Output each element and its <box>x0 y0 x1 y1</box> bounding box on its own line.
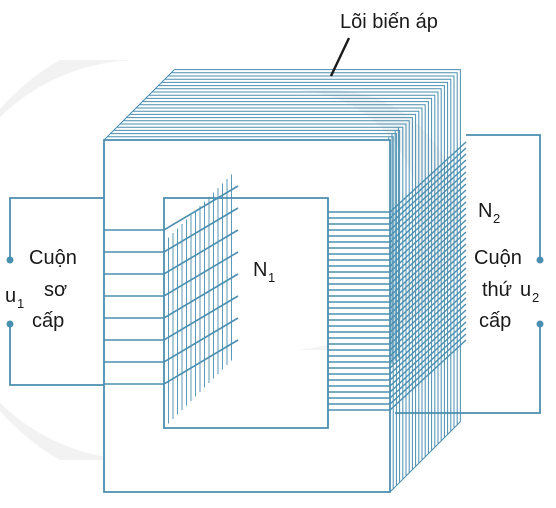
secondary-winding-turn <box>328 183 467 255</box>
secondary-winding-turn <box>328 177 467 249</box>
core-lamination-edge <box>171 72 458 425</box>
secondary-winding-turn <box>328 285 467 357</box>
secondary-winding-turn <box>328 189 467 261</box>
u1-subscript: 1 <box>17 296 24 311</box>
secondary-winding-turn <box>328 225 467 297</box>
secondary-winding-turn <box>328 243 467 315</box>
secondary-winding-turn <box>328 207 467 279</box>
secondary-winding-turn <box>328 291 467 363</box>
secondary-winding-turn <box>328 153 467 225</box>
core-label-pointer <box>329 37 351 77</box>
core-label: Lõi biến áp <box>340 11 438 33</box>
secondary-winding-turn <box>328 171 467 243</box>
n2-label: N <box>478 200 492 222</box>
secondary-winding-turn <box>328 297 467 369</box>
secondary-winding-turn <box>328 327 467 399</box>
secondary-winding-turn <box>328 141 467 213</box>
secondary-winding-turn <box>328 333 467 405</box>
core-lamination-edge <box>168 75 455 428</box>
secondary-winding-turn <box>328 195 467 267</box>
secondary-winding-turn <box>328 261 467 333</box>
primary-coil-windings <box>104 174 239 428</box>
u1-label: u <box>5 285 16 307</box>
secondary-winding-turn <box>328 309 467 381</box>
secondary-winding-turn <box>328 321 467 393</box>
secondary-winding-turn <box>328 213 467 285</box>
secondary-leads <box>395 134 544 414</box>
secondary-winding-turn <box>328 273 467 345</box>
secondary-winding-turn <box>328 267 467 339</box>
core-edge-top-left <box>103 69 175 141</box>
secondary-winding-turn <box>328 255 467 327</box>
u2-label: u <box>520 279 531 301</box>
secondary-winding-turn <box>328 231 467 303</box>
secondary-winding-turn <box>328 303 467 375</box>
secondary-winding-turn <box>328 165 467 237</box>
primary-label-line1: Cuộn <box>29 247 77 269</box>
primary-label-line3: cấp <box>32 310 64 332</box>
secondary-label-line3: cấp <box>479 310 511 332</box>
primary-label-line2: sơ <box>44 279 67 301</box>
secondary-winding-turn <box>328 339 467 411</box>
n1-label: N <box>253 259 267 281</box>
watermark <box>0 60 460 460</box>
secondary-label-line1: Cuộn <box>474 247 522 269</box>
secondary-winding-turn <box>328 147 467 219</box>
secondary-coil-windings <box>328 141 467 411</box>
secondary-winding-turn <box>328 237 467 309</box>
u2-subscript: 2 <box>532 290 539 305</box>
n2-subscript: 2 <box>493 211 500 226</box>
secondary-winding-turn <box>328 201 467 273</box>
n1-subscript: 1 <box>268 270 275 285</box>
core-lamination-edge <box>174 69 461 422</box>
core-front-face <box>103 139 391 493</box>
secondary-winding-turn <box>328 219 467 291</box>
secondary-winding-turn <box>328 315 467 387</box>
primary-leads <box>6 197 104 386</box>
core-edge-bottom-right <box>389 421 461 493</box>
secondary-winding-turn <box>328 279 467 351</box>
secondary-label-line2: thứ <box>482 279 512 301</box>
secondary-winding-turn <box>328 159 467 231</box>
secondary-winding-turn <box>328 249 467 321</box>
